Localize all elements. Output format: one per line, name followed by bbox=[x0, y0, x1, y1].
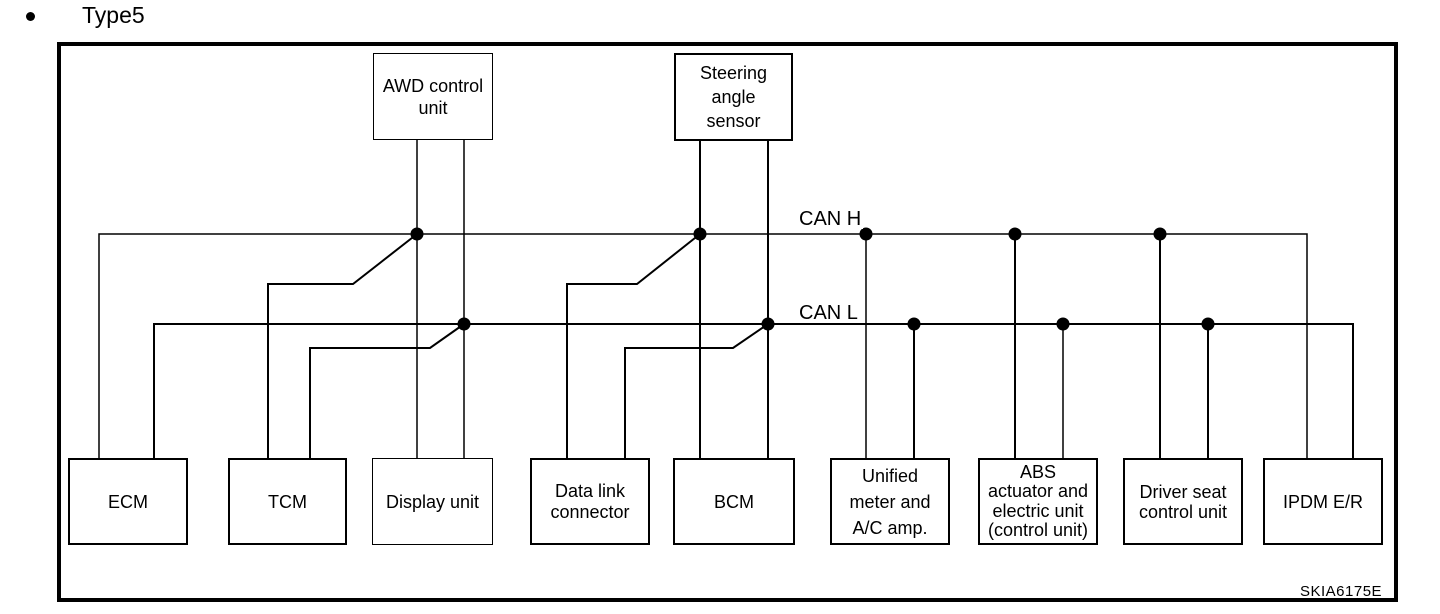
node-label: ABS actuator and electric unit (control … bbox=[987, 461, 1089, 540]
junction-dot-can-l bbox=[1056, 317, 1070, 331]
diagram-frame bbox=[57, 42, 1398, 602]
junction-dot-can-h bbox=[693, 227, 707, 241]
node-display-unit: Display unit bbox=[372, 458, 493, 545]
page-title: Type5 bbox=[82, 2, 145, 28]
node-tcm: TCM bbox=[228, 458, 347, 545]
node-driver-seat-control-unit: Driver seat control unit bbox=[1123, 458, 1243, 545]
node-label: IPDM E/R bbox=[1282, 491, 1363, 512]
figure-code: SKIA6175E bbox=[1300, 583, 1383, 600]
node-label: Display unit bbox=[385, 491, 480, 512]
node-label: Steering angle sensor bbox=[699, 63, 768, 131]
wire-dlc-can-l bbox=[624, 323, 769, 459]
junction-dot-can-h bbox=[1153, 227, 1167, 241]
junction-dot-can-l bbox=[457, 317, 471, 331]
can-h-label: CAN H bbox=[797, 208, 864, 230]
can-l-label: CAN L bbox=[797, 302, 860, 324]
node-bcm: BCM bbox=[673, 458, 795, 545]
bullet-icon bbox=[26, 12, 35, 21]
node-label: AWD control unit bbox=[382, 75, 484, 118]
node-label: Data link connector bbox=[550, 480, 630, 522]
junction-dot-can-l bbox=[1201, 317, 1215, 331]
junction-dot-can-h bbox=[1008, 227, 1022, 241]
wire-dlc-can-h bbox=[566, 233, 701, 459]
can-l-bus-line bbox=[153, 323, 1354, 459]
junction-dot-can-l bbox=[907, 317, 921, 331]
node-label: BCM bbox=[714, 491, 754, 512]
node-unified-meter-ac-amp: Unified meter and A/C amp. bbox=[830, 458, 950, 545]
junction-dot-can-h bbox=[859, 227, 873, 241]
node-label: ECM bbox=[108, 491, 148, 512]
can-h-bus-line bbox=[98, 233, 1308, 459]
wire-tcm-can-l bbox=[309, 323, 465, 459]
node-ipdm-er: IPDM E/R bbox=[1263, 458, 1383, 545]
node-steering-angle-sensor: Steering angle sensor bbox=[674, 53, 793, 141]
node-abs-actuator: ABS actuator and electric unit (control … bbox=[978, 458, 1098, 545]
wire-tcm-can-h bbox=[267, 233, 418, 459]
node-ecm: ECM bbox=[68, 458, 188, 545]
junction-dot-can-l bbox=[761, 317, 775, 331]
node-awd-control-unit: AWD control unit bbox=[373, 53, 493, 140]
node-data-link-connector: Data link connector bbox=[530, 458, 650, 545]
junction-dot-can-h bbox=[410, 227, 424, 241]
node-label: Driver seat control unit bbox=[1138, 481, 1228, 522]
node-label: Unified meter and A/C amp. bbox=[849, 465, 931, 538]
node-label: TCM bbox=[268, 491, 307, 512]
